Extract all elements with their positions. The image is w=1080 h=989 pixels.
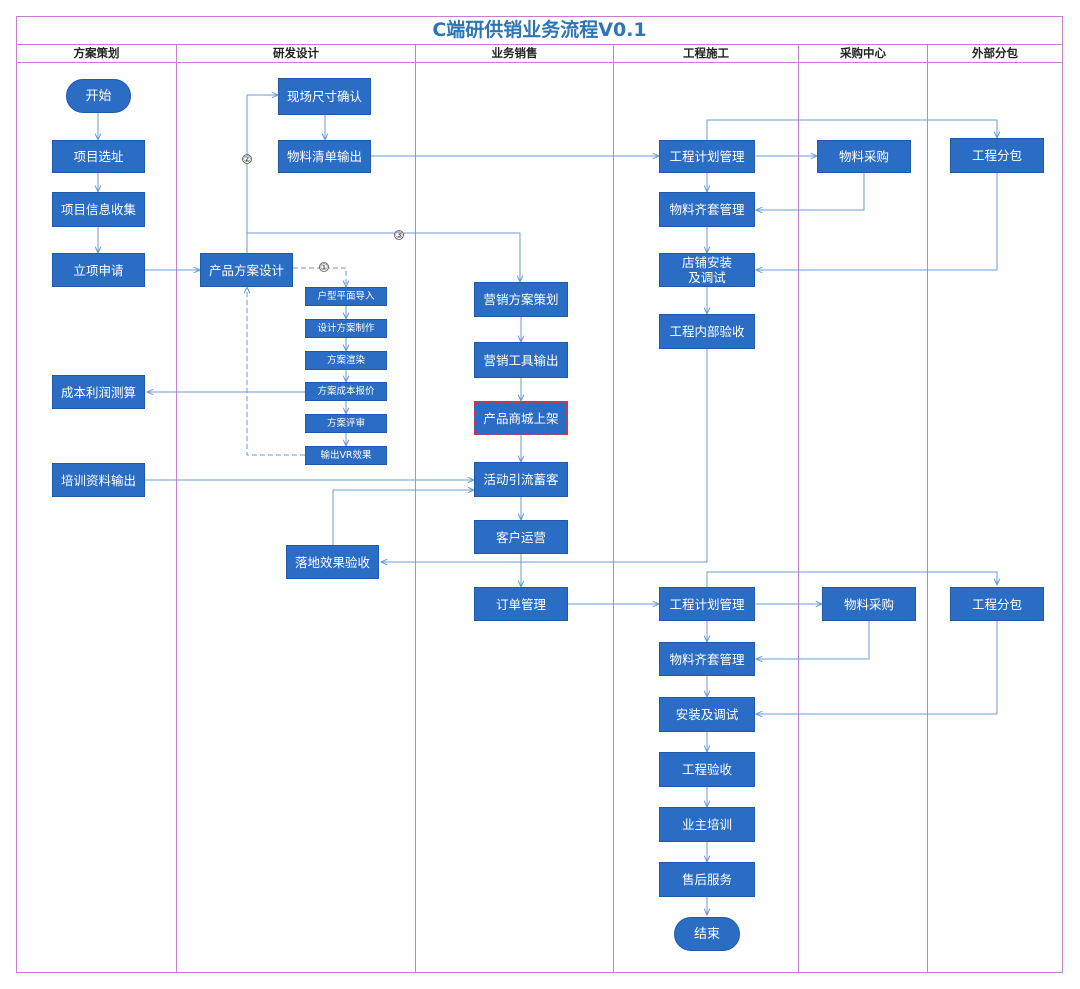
- node-kit-mgmt-1[interactable]: 物料齐套管理: [659, 192, 755, 227]
- edge-dashed: [293, 267, 346, 287]
- node-purchase-1[interactable]: 物料采购: [817, 140, 911, 173]
- lane-header-sales: 业务销售: [491, 46, 538, 60]
- node-review[interactable]: 方案评审: [305, 414, 387, 433]
- node-floor-import[interactable]: 户型平面导入: [305, 287, 387, 306]
- node-cost-quote[interactable]: 方案成本报价: [305, 382, 387, 401]
- edge: [756, 173, 865, 210]
- connector-label: ①: [320, 263, 328, 273]
- node-design-make[interactable]: 设计方案制作: [305, 319, 387, 338]
- node-owner-train[interactable]: 业主培训: [659, 807, 755, 842]
- lane-header-rd: 研发设计: [273, 46, 319, 60]
- lane-header-purchase: 采购中心: [840, 46, 886, 60]
- edge: [706, 119, 997, 140]
- node-eng-accept[interactable]: 工程验收: [659, 752, 755, 787]
- node-approval[interactable]: 立项申请: [52, 253, 145, 287]
- node-outsource-2[interactable]: 工程分包: [950, 587, 1044, 621]
- node-training-out[interactable]: 培训资料输出: [52, 463, 145, 497]
- node-store-install[interactable]: 店铺安装 及调试: [659, 253, 755, 287]
- node-info-collect[interactable]: 项目信息收集: [52, 192, 145, 227]
- node-after-sales[interactable]: 售后服务: [659, 862, 755, 897]
- node-cust-ops[interactable]: 客户运营: [474, 520, 568, 554]
- node-end[interactable]: 结束: [674, 917, 740, 951]
- node-order-mgmt[interactable]: 订单管理: [474, 587, 568, 621]
- outer-border: [16, 16, 1063, 973]
- node-bom-out[interactable]: 物料清单输出: [278, 140, 371, 173]
- node-site-select[interactable]: 项目选址: [52, 140, 145, 173]
- edge: [247, 232, 520, 282]
- node-install-debug[interactable]: 安装及调试: [659, 697, 755, 732]
- node-vr-out[interactable]: 输出VR效果: [305, 446, 387, 465]
- edge: [756, 621, 998, 714]
- node-internal-accept[interactable]: 工程内部验收: [659, 314, 755, 349]
- lane-header-outsource: 外部分包: [972, 46, 1018, 60]
- node-plan-mgmt-2[interactable]: 工程计划管理: [659, 587, 755, 621]
- diagram-title: C端研供销业务流程V0.1: [432, 19, 647, 41]
- edge: [756, 173, 998, 270]
- connector-label: ③: [395, 231, 403, 241]
- lane-header-eng: 工程施工: [683, 46, 729, 60]
- node-landing-accept[interactable]: 落地效果验收: [286, 545, 379, 579]
- connector-marker: [242, 154, 252, 164]
- node-mkt-plan[interactable]: 营销方案策划: [474, 282, 568, 317]
- node-start[interactable]: 开始: [66, 79, 131, 113]
- connector-marker: [319, 262, 329, 272]
- edge-dashed: [247, 287, 305, 456]
- node-site-measure[interactable]: 现场尺寸确认: [278, 78, 371, 115]
- node-mkt-tools[interactable]: 营销工具输出: [474, 342, 568, 378]
- connector-label: ②: [243, 155, 251, 165]
- node-plan-mgmt-1[interactable]: 工程计划管理: [659, 140, 755, 173]
- edge: [246, 95, 278, 253]
- node-product-design[interactable]: 产品方案设计: [200, 253, 293, 287]
- edge: [756, 621, 870, 659]
- node-cost-calc[interactable]: 成本利润测算: [52, 375, 145, 409]
- connector-marker: [394, 230, 404, 240]
- edge: [706, 571, 997, 587]
- node-mall-launch[interactable]: 产品商城上架: [474, 401, 568, 435]
- node-outsource-1[interactable]: 工程分包: [950, 138, 1044, 173]
- lane-header-plan: 方案策划: [73, 46, 120, 60]
- edge: [332, 490, 474, 545]
- node-traffic[interactable]: 活动引流蓄客: [474, 462, 568, 497]
- node-kit-mgmt-2[interactable]: 物料齐套管理: [659, 642, 755, 676]
- node-render[interactable]: 方案渲染: [305, 351, 387, 370]
- edge: [381, 349, 708, 562]
- node-purchase-2[interactable]: 物料采购: [822, 587, 916, 621]
